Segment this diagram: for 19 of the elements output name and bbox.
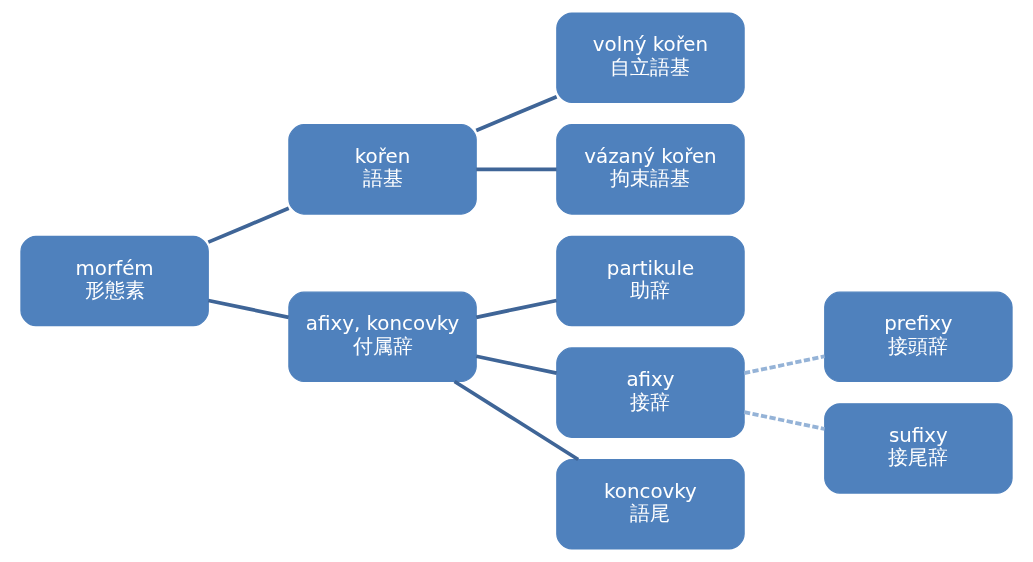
connector — [475, 354, 558, 375]
connector — [476, 167, 557, 172]
node-box: partikule 助辞 — [556, 235, 745, 327]
node-box: kořen 語基 — [288, 124, 477, 215]
connector — [453, 379, 580, 462]
connector — [743, 410, 825, 431]
connector — [475, 298, 558, 320]
node-box: sufixy 接尾辞 — [824, 403, 1013, 494]
connector — [475, 94, 558, 133]
connector — [207, 206, 290, 244]
node-box: afixy, koncovky 付属辞 — [288, 291, 477, 383]
node-box: koncovky 語尾 — [556, 459, 745, 550]
connector — [743, 354, 825, 375]
node-box: morfém 形態素 — [20, 235, 209, 327]
connector — [207, 298, 290, 320]
node-box: volný kořen 自立語基 — [556, 12, 745, 103]
node-box: prefixy 接頭辞 — [824, 291, 1013, 383]
node-box: vázaný kořen 拘束語基 — [556, 124, 745, 215]
node-box: afixy 接辞 — [556, 347, 745, 438]
